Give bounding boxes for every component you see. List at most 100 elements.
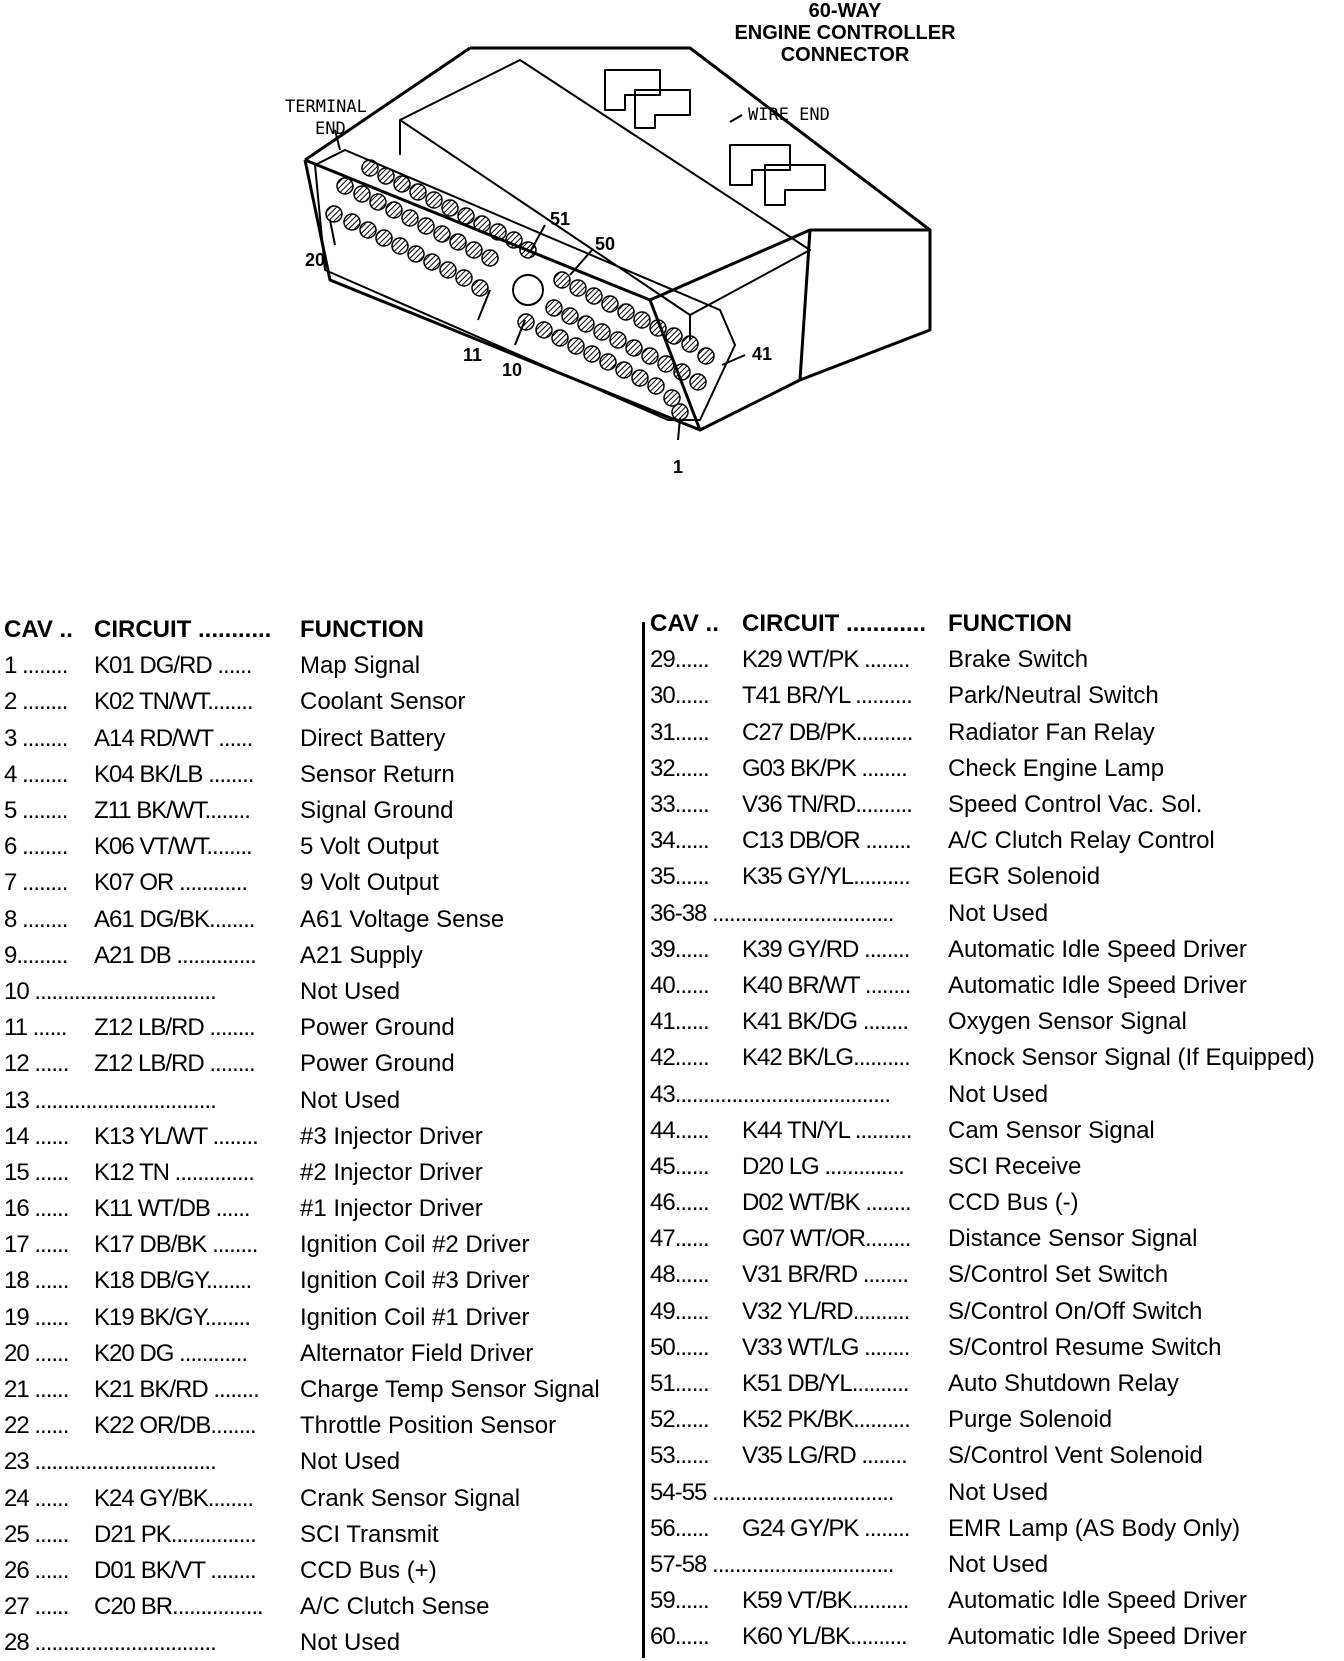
circuit-cell: G24 GY/PK ........ [742, 1514, 910, 1542]
cav-cell: 31...... [650, 718, 710, 746]
circuit-cell: K42 BK/LG.......... [742, 1044, 911, 1072]
header-circuit: CIRCUIT ............ [742, 610, 927, 638]
function-cell: Automatic Idle Speed Driver [948, 1623, 1247, 1651]
cav-cell: 25 ...... [4, 1520, 69, 1548]
cav-cell: 29...... [650, 646, 710, 674]
function-cell: Not Used [300, 1629, 401, 1657]
pin-label-41: 41 [752, 344, 772, 364]
title-line-2: ENGINE CONTROLLER [734, 22, 956, 44]
connector-latch-2 [634, 89, 691, 129]
function-cell: Speed Control Vac. Sol. [948, 791, 1203, 819]
cav-cell: 30...... [650, 682, 710, 710]
function-cell: Signal Ground [300, 797, 454, 825]
circuit-cell: D02 WT/BK ........ [742, 1189, 912, 1217]
table-row: 2 ........K02 TN/WT........Coolant Senso… [4, 684, 640, 720]
circuit-cell: K59 VT/BK.......... [742, 1587, 909, 1615]
table-row: 6 ........K06 VT/WT........5 Volt Output [4, 829, 640, 865]
function-cell: A61 Voltage Sense [300, 905, 505, 933]
circuit-cell: K44 TN/YL .......... [742, 1116, 912, 1144]
function-cell: Crank Sensor Signal [300, 1484, 521, 1512]
cav-cell: 4 ........ [4, 760, 68, 788]
function-cell: Coolant Sensor [300, 688, 466, 716]
table-row: 28 ................................Not U… [4, 1625, 640, 1661]
function-cell: Direct Battery [300, 724, 446, 752]
table-row: 60......K60 YL/BK..........Automatic Idl… [650, 1619, 1340, 1655]
circuit-cell: K22 OR/DB........ [94, 1412, 257, 1440]
function-cell: Knock Sensor Signal (If Equipped) [948, 1044, 1315, 1072]
table-row: 53......V35 LG/RD ........S/Control Vent… [650, 1438, 1340, 1474]
circuit-cell: K18 DB/GY........ [94, 1267, 252, 1295]
table-row: 16 ......K11 WT/DB ......#1 Injector Dri… [4, 1191, 640, 1227]
circuit-cell: K20 DG ............ [94, 1339, 248, 1367]
table-row: 52......K52 PK/BK..........Purge Solenoi… [650, 1402, 1340, 1438]
cav-cell: 43...................................... [650, 1080, 891, 1108]
cav-cell: 3 ........ [4, 724, 68, 752]
cav-cell: 45...... [650, 1152, 710, 1180]
table-row: 19 ......K19 BK/GY........Ignition Coil … [4, 1300, 640, 1336]
table-row: 43......................................… [650, 1076, 1340, 1112]
table-row: 49......V32 YL/RD..........S/Control On/… [650, 1294, 1340, 1330]
cav-cell: 26 ...... [4, 1556, 69, 1584]
cav-cell: 17 ...... [4, 1231, 69, 1259]
table-row: 31......C27 DB/PK..........Radiator Fan … [650, 715, 1340, 751]
function-cell: #1 Injector Driver [300, 1195, 483, 1223]
diagram-title: 60-WAY ENGINE CONTROLLER CONNECTOR [700, 0, 990, 66]
function-cell: Ignition Coil #3 Driver [300, 1267, 530, 1295]
cav-cell: 21 ...... [4, 1376, 69, 1404]
function-cell: Charge Temp Sensor Signal [300, 1376, 600, 1404]
table-row: 54-55 ................................No… [650, 1475, 1340, 1511]
cav-cell: 10 ................................ [4, 977, 217, 1005]
table-row: 33......V36 TN/RD..........Speed Control… [650, 787, 1340, 823]
terminal-end-label-2: END [315, 119, 346, 139]
connector-recess [399, 59, 811, 316]
table-row: 17 ......K17 DB/BK ........Ignition Coil… [4, 1227, 640, 1263]
pin-label-10: 10 [502, 360, 522, 380]
table-row: 40......K40 BR/WT ........Automatic Idle… [650, 968, 1340, 1004]
circuit-cell: K02 TN/WT........ [94, 688, 254, 716]
function-cell: Cam Sensor Signal [948, 1116, 1155, 1144]
table-row: 51......K51 DB/YL..........Auto Shutdown… [650, 1366, 1340, 1402]
circuit-cell: A21 DB .............. [94, 941, 257, 969]
function-cell: Automatic Idle Speed Driver [948, 971, 1247, 999]
cav-cell: 5 ........ [4, 797, 68, 825]
circuit-cell: D21 PK............... [94, 1520, 257, 1548]
circuit-cell: A61 DG/BK........ [94, 905, 255, 933]
table-row: 57-58 ................................No… [650, 1547, 1340, 1583]
function-cell: Park/Neutral Switch [948, 682, 1159, 710]
table-row: 41......K41 BK/DG ........Oxygen Sensor … [650, 1004, 1340, 1040]
table-row: 39......K39 GY/RD ........Automatic Idle… [650, 932, 1340, 968]
cav-cell: 15 ...... [4, 1158, 69, 1186]
circuit-cell: V31 BR/RD ........ [742, 1261, 909, 1289]
table-row: 7 ........K07 OR ............9 Volt Outp… [4, 865, 640, 901]
table-header: CAV .. CIRCUIT ............ FUNCTION [650, 606, 1340, 642]
table-row: 4 ........K04 BK/LB ........Sensor Retur… [4, 757, 640, 793]
table-row: 36-38 ................................No… [650, 896, 1340, 932]
title-line-3: CONNECTOR [780, 44, 910, 66]
circuit-cell: D01 BK/VT ........ [94, 1556, 257, 1584]
circuit-cell: K17 DB/BK ........ [94, 1231, 258, 1259]
title-line-1: 60-WAY [808, 0, 882, 22]
circuit-cell: D20 LG .............. [742, 1152, 905, 1180]
function-cell: Distance Sensor Signal [948, 1225, 1198, 1253]
function-cell: Brake Switch [948, 646, 1089, 674]
table-row: 1 ........K01 DG/RD ......Map Signal [4, 648, 640, 684]
table-row: 21 ......K21 BK/RD ........Charge Temp S… [4, 1372, 640, 1408]
cav-cell: 13 ................................ [4, 1086, 217, 1114]
function-cell: Check Engine Lamp [948, 754, 1165, 782]
cav-cell: 47...... [650, 1225, 710, 1253]
function-cell: A21 Supply [300, 941, 423, 969]
function-cell: A/C Clutch Relay Control [948, 827, 1215, 855]
function-cell: Not Used [948, 1478, 1049, 1506]
column-divider [642, 622, 645, 1658]
function-cell: EGR Solenoid [948, 863, 1101, 891]
table-row: 50......V33 WT/LG ........S/Control Resu… [650, 1330, 1340, 1366]
table-row: 24 ......K24 GY/BK........Crank Sensor S… [4, 1481, 640, 1517]
function-cell: Purge Solenoid [948, 1406, 1113, 1434]
circuit-cell: K13 YL/WT ........ [94, 1122, 259, 1150]
cav-cell: 7 ........ [4, 869, 68, 897]
pin-block-lower-right [517, 271, 715, 421]
circuit-cell: K04 BK/LB ........ [94, 760, 254, 788]
table-row: 13 ................................Not U… [4, 1082, 640, 1118]
cav-cell: 32...... [650, 754, 710, 782]
table-header: CAV .. CIRCUIT ........... FUNCTION [4, 612, 640, 648]
